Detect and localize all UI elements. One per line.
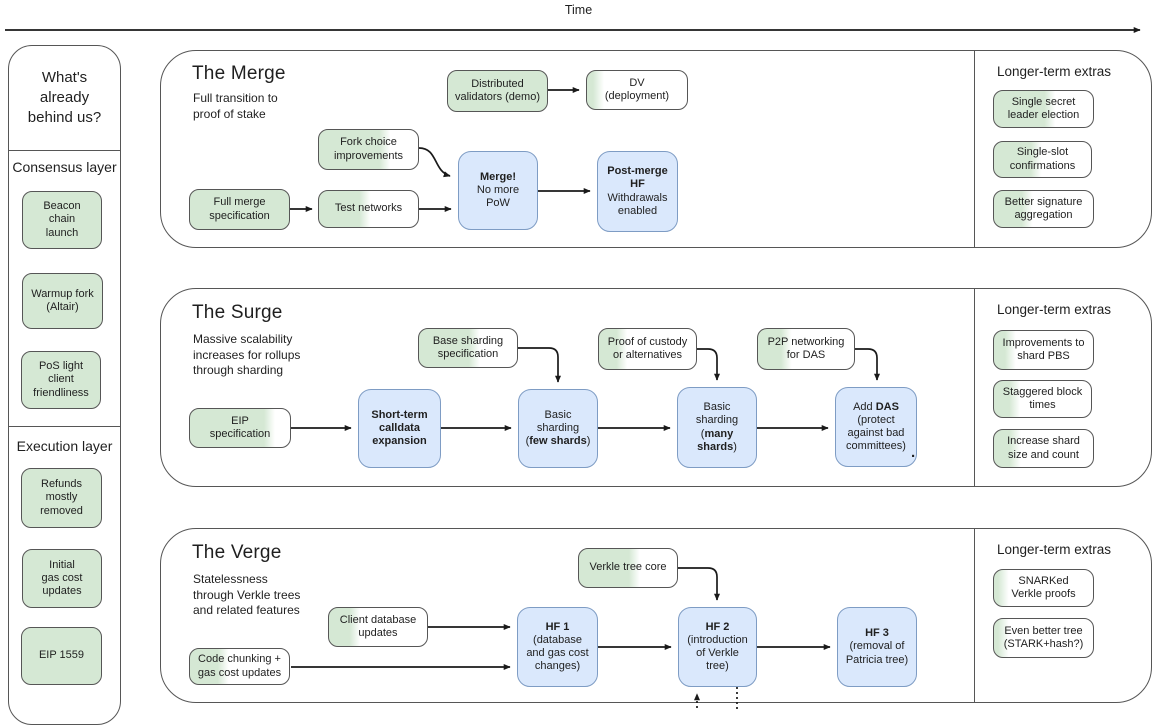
node-client-database-updates: Client database updates [328, 607, 428, 647]
extra-increase-shard-size-count: Increase shard size and count [993, 429, 1094, 468]
node-p2p-networking-for-das: P2P networking for DAS [757, 328, 855, 370]
legend-item-beacon-chain-launch: Beacon chain launch [22, 191, 102, 249]
time-axis-label: Time [564, 3, 593, 17]
legend-item-initial-gas-cost: Initial gas cost updates [22, 549, 102, 608]
legend-item-warmup-fork-altair: Warmup fork (Altair) [22, 273, 103, 329]
extra-improvements-shard-pbs: Improvements to shard PBS [993, 330, 1094, 370]
legend-item-eip-1559: EIP 1559 [21, 627, 102, 685]
legend-item-pos-light-client: PoS light client friendliness [21, 351, 101, 409]
extra-even-better-tree: Even better tree (STARK+hash?) [993, 618, 1094, 658]
behind-us-panel: What's already behind us? Consensus laye… [8, 45, 121, 725]
node-test-networks: Test networks [318, 190, 419, 228]
surge-subtitle: Massive scalability increases for rollup… [193, 332, 301, 378]
node-short-term-calldata-expansion: Short-term calldata expansion [358, 389, 441, 468]
node-post-merge-hf: Post-merge HF Withdrawals enabled [597, 151, 678, 232]
verge-extras-divider [974, 529, 975, 702]
merge-subtitle: Full transition to proof of stake [193, 91, 278, 121]
node-verkle-tree-core: Verkle tree core [578, 548, 678, 588]
node-distributed-validators-demo: Distributed validators (demo) [447, 70, 548, 112]
node-fork-choice-improvements: Fork choice improvements [318, 129, 419, 170]
node-add-das: Add DAS (protect against bad committees) [835, 387, 917, 467]
stray-dot: . [911, 444, 916, 461]
node-hf3-removal-patricia-tree: HF 3 (removal of Patricia tree) [837, 607, 917, 687]
verge-subtitle: Statelessness through Verkle trees and r… [193, 572, 301, 618]
node-hf2-introduction-verkle-tree: HF 2 (introduction of Verkle tree) [678, 607, 757, 687]
extra-staggered-block-times: Staggered block times [993, 380, 1092, 418]
execution-layer-label: Execution layer [16, 438, 113, 454]
node-basic-sharding-many-shards: Basic sharding (many shards) [677, 387, 757, 468]
extra-single-slot-confirmations: Single-slot confirmations [993, 141, 1092, 178]
extra-snarked-verkle-proofs: SNARKed Verkle proofs [993, 569, 1094, 607]
behind-us-title: What's already behind us? [9, 46, 120, 151]
node-full-merge-specification: Full merge specification [189, 189, 290, 230]
node-merge-no-more-pow: Merge! No more PoW [458, 151, 538, 230]
node-proof-of-custody: Proof of custody or alternatives [598, 328, 697, 370]
verge-extras-title: Longer-term extras [997, 542, 1112, 557]
ethereum-roadmap-diagram: Time The Merge Full transition to proof … [5, 3, 1152, 725]
merge-title: The Merge [192, 63, 286, 84]
merge-extras-title: Longer-term extras [997, 64, 1112, 79]
node-eip-specification: EIP specification [189, 408, 291, 448]
surge-extras-title: Longer-term extras [997, 302, 1112, 317]
verge-title: The Verge [192, 542, 282, 563]
node-base-sharding-specification: Base sharding specification [418, 328, 518, 368]
extra-single-secret-leader-election: Single secret leader election [993, 90, 1094, 128]
consensus-layer-label: Consensus layer [12, 159, 117, 175]
node-basic-sharding-few-shards: Basic sharding (few shards) [518, 389, 598, 468]
section-the-surge: The Surge Massive scalability increases … [160, 288, 1152, 487]
surge-extras-divider [974, 289, 975, 486]
surge-title: The Surge [192, 302, 283, 323]
legend-item-refunds-removed: Refunds mostly removed [21, 468, 102, 528]
node-hf1-database-gas-cost: HF 1 (database and gas cost changes) [517, 607, 598, 687]
merge-extras-divider [974, 51, 975, 247]
extra-better-signature-aggregation: Better signature aggregation [993, 190, 1094, 228]
node-dv-deployment: DV (deployment) [586, 70, 688, 110]
legend-divider [9, 426, 120, 427]
node-code-chunking-gas-cost: Code chunking + gas cost updates [189, 648, 290, 685]
